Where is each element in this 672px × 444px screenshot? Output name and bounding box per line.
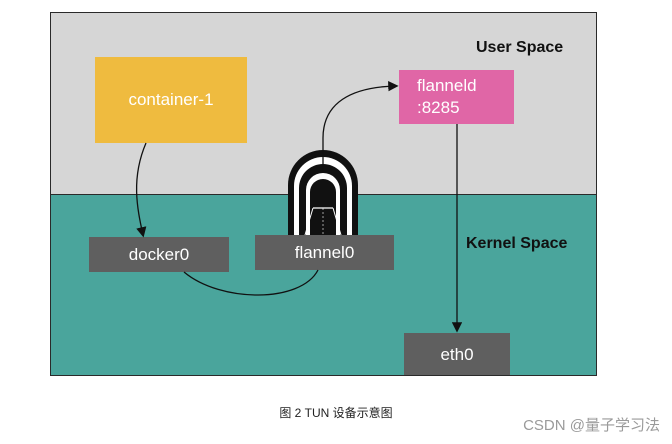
flannel0-label: flannel0 — [294, 242, 355, 262]
figure-caption: 图 2 TUN 设备示意图 — [279, 406, 393, 420]
container-1-label: container-1 — [128, 90, 214, 109]
connector-overlay — [135, 80, 463, 333]
arrow-tunnel-to-flanneld — [322, 80, 399, 173]
arrow-container-to-docker0 — [135, 142, 147, 238]
arrow-docker0-to-flannel0 — [183, 269, 319, 296]
csdn-watermark: CSDN @量子学习法 — [523, 417, 660, 434]
container-1-box: container-1 — [95, 57, 247, 143]
docker0-box: docker0 — [89, 237, 229, 272]
flannel0-box: flannel0 — [255, 235, 394, 270]
tunnel-icon — [288, 150, 358, 236]
flanneld-name-label: flanneld — [417, 76, 477, 95]
flanneld-port-label: :8285 — [417, 98, 460, 117]
user-space-label: User Space — [476, 39, 564, 56]
eth0-box: eth0 — [404, 333, 510, 375]
docker0-label: docker0 — [128, 244, 190, 264]
flanneld-box: flanneld :8285 — [399, 70, 514, 124]
kernel-space-label: Kernel Space — [466, 235, 568, 252]
eth0-label: eth0 — [440, 345, 474, 364]
tun-diagram: User Space Kernel Space container-1 flan… — [50, 12, 597, 376]
